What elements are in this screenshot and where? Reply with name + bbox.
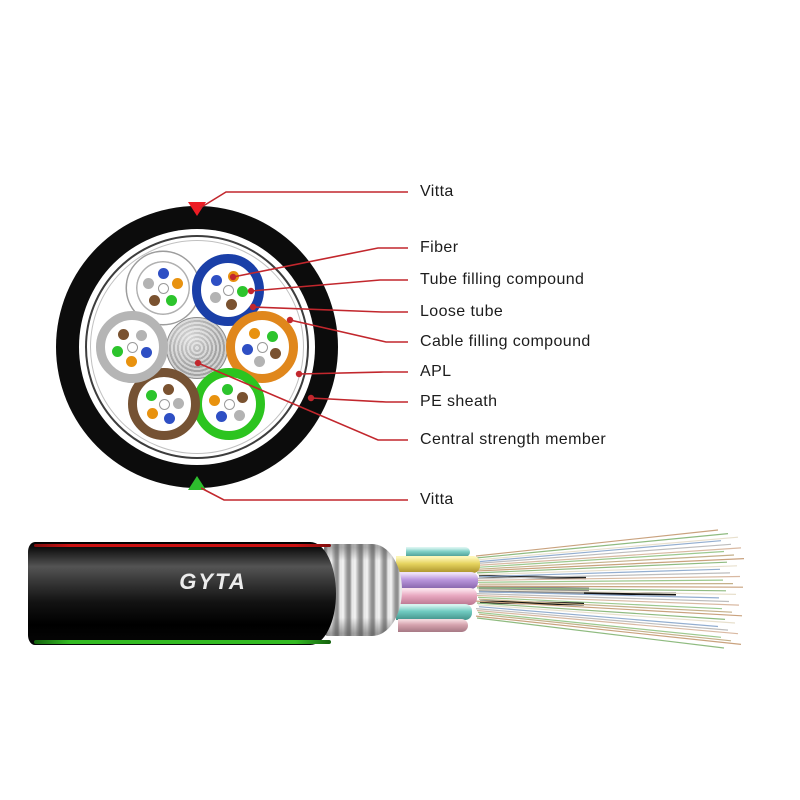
red-vitta-marker-icon — [188, 202, 206, 216]
fiber-dot — [221, 383, 233, 395]
loose-tube-3d-yellow — [396, 556, 480, 573]
fiber-dot — [140, 346, 152, 358]
label-fiber: Fiber — [420, 239, 459, 256]
fiber-dot — [143, 277, 155, 289]
loose-tube-3d-purple — [396, 572, 478, 589]
fiber-dot-white — [223, 398, 235, 410]
fiber-dot — [112, 345, 124, 357]
corrugated-armor — [324, 544, 402, 636]
red-vitta-stripe — [34, 543, 331, 547]
loose-tube-3d-teal — [396, 604, 472, 620]
label-pe-sheath: PE sheath — [420, 393, 498, 410]
inner-wrap-ring — [90, 240, 304, 454]
green-vitta-stripe — [34, 640, 331, 644]
fiber-dot — [237, 285, 249, 297]
label-loose-tube: Loose tube — [420, 303, 504, 320]
fiber-dot — [211, 274, 222, 286]
fiber-dot — [266, 330, 278, 342]
loose-tube-3d-pink — [396, 588, 477, 605]
green-vitta-marker-icon — [188, 476, 206, 490]
fiber-dot-white — [222, 284, 234, 296]
label-cable-filling-compound: Cable filling compound — [420, 333, 591, 350]
loose-tube-3d-rose — [398, 619, 468, 632]
fiber-dot — [173, 397, 185, 409]
fiber-dot — [228, 270, 240, 282]
fiber-dot — [249, 328, 261, 340]
loose-tubes-bundle — [396, 547, 482, 632]
fiber-dot — [157, 267, 169, 279]
fiber-dot — [241, 344, 253, 356]
label-tube-filling-compound: Tube filling compound — [420, 271, 585, 288]
cable-model-label: GYTA — [179, 569, 247, 594]
cable-sheath: GYTA — [28, 542, 336, 645]
label-central-strength-member: Central strength member — [420, 431, 607, 448]
fiber-dot-white — [158, 398, 170, 410]
fiber-dot — [233, 409, 245, 421]
fiber-dot — [163, 412, 175, 424]
fiber-dot — [125, 356, 137, 368]
fiber-dot-white — [157, 282, 169, 294]
fiber-dot — [146, 407, 158, 419]
fiber-dot — [162, 384, 174, 396]
fiber-dot — [171, 277, 183, 289]
fiber-dot — [146, 390, 158, 402]
fiber-dot — [135, 329, 147, 341]
fiber-dot — [254, 356, 266, 368]
fiber-dot-white — [256, 341, 268, 353]
fiber-dot-white — [126, 341, 138, 353]
fiber-dot — [118, 329, 130, 341]
fiber-dot — [148, 294, 160, 306]
label-apl: APL — [420, 363, 452, 380]
label-vitta-bottom: Vitta — [420, 491, 454, 508]
loose-tube-3d-teal-top — [406, 547, 470, 557]
fiber-dot — [166, 294, 178, 306]
apl-layer-ring — [85, 235, 309, 459]
fiber-dot — [209, 292, 221, 304]
label-vitta-top: Vitta — [420, 183, 454, 200]
fiber-dot — [226, 299, 238, 311]
fiber-dot — [269, 348, 281, 360]
